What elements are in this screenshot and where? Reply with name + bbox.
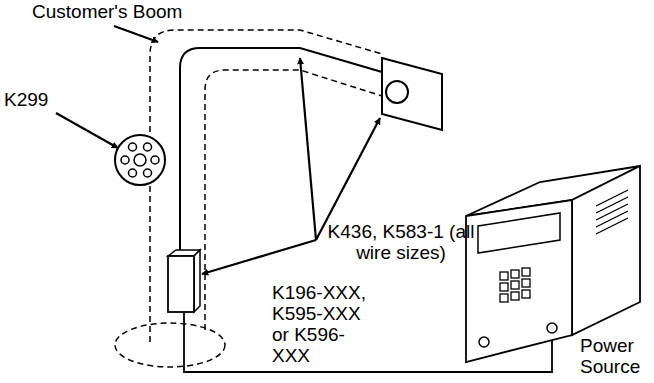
equipment-label: Power Source xyxy=(580,336,646,378)
key xyxy=(511,270,519,278)
spool-hole xyxy=(144,169,152,177)
part-number: K299 xyxy=(4,90,48,111)
key xyxy=(511,281,519,289)
leader-arrow xyxy=(56,113,118,148)
spool-hole xyxy=(129,169,137,177)
power-source xyxy=(466,166,640,362)
wire-spool xyxy=(115,135,165,185)
output-terminal xyxy=(547,323,557,333)
vent-slot xyxy=(596,211,628,227)
boom-base xyxy=(115,323,225,367)
key xyxy=(500,283,508,291)
vent-slot xyxy=(596,190,628,206)
leader-arrow xyxy=(300,58,316,240)
part-number: K196-XXX, K595-XXX or K596-XXX xyxy=(272,283,382,367)
drive-head xyxy=(382,58,442,130)
keypad xyxy=(500,268,530,302)
boom-label: Customer's Boom xyxy=(32,2,182,23)
key xyxy=(500,294,508,302)
wire-conduit xyxy=(180,48,382,250)
spool-hole xyxy=(129,143,137,151)
key xyxy=(522,290,530,298)
part-number: K436, K583-1 (all wire sizes) xyxy=(326,222,476,264)
control-box xyxy=(168,250,200,312)
spool-hub xyxy=(134,154,146,166)
display-window xyxy=(478,213,560,253)
case-side xyxy=(572,166,640,335)
spool-rim xyxy=(115,135,165,185)
spool-hole xyxy=(151,156,159,164)
box-front xyxy=(168,256,194,312)
leader-arrow xyxy=(114,26,158,42)
vent-slot xyxy=(596,204,628,220)
vent-slot xyxy=(596,218,628,234)
case-front xyxy=(466,200,572,362)
key xyxy=(500,272,508,280)
key xyxy=(522,279,530,287)
spool-hole xyxy=(144,143,152,151)
spool-hole xyxy=(121,156,129,164)
leader-arrow xyxy=(202,240,316,274)
key xyxy=(522,268,530,276)
drive-roll xyxy=(386,81,408,103)
vent-slot xyxy=(596,197,628,213)
key xyxy=(511,292,519,300)
output-terminal xyxy=(479,337,489,347)
